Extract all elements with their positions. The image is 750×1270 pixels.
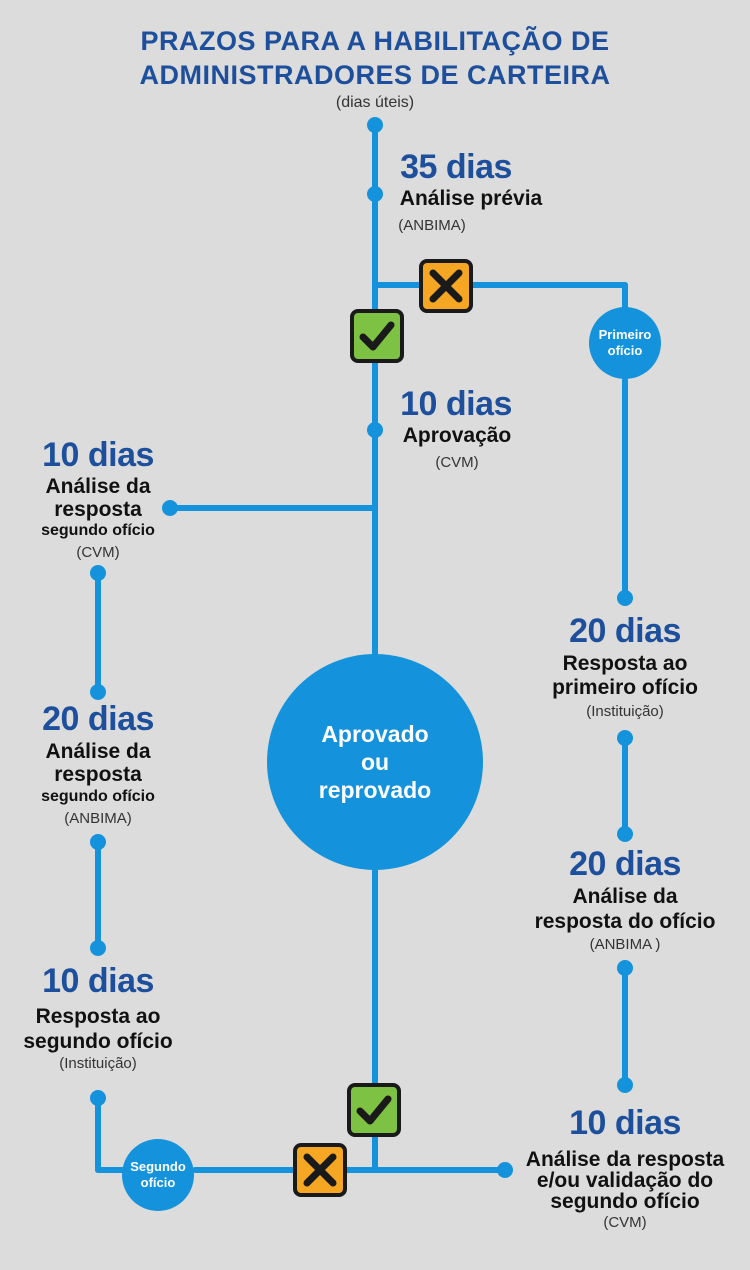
dot — [90, 684, 106, 700]
dot — [617, 590, 633, 606]
dot — [90, 1090, 106, 1106]
dot — [617, 960, 633, 976]
step-left1-label1: Análise da — [45, 475, 151, 498]
step-left2-org: (ANBIMA) — [64, 810, 132, 827]
step-right1-org: (Instituição) — [586, 703, 664, 720]
step-analise-previa-label: Análise prévia — [399, 187, 543, 210]
primeiro-oficio-line1: Primeiro — [598, 327, 652, 342]
dot — [162, 500, 178, 516]
segundo-oficio-line1: Segundo — [130, 1159, 186, 1174]
step-left3-label2: segundo ofício — [23, 1030, 173, 1053]
step-right1-label2: primeiro ofício — [552, 676, 698, 699]
dot — [90, 565, 106, 581]
dot — [367, 422, 383, 438]
step-right2-days: 20 dias — [569, 845, 681, 883]
step-analise-previa-days: 35 dias — [400, 148, 512, 186]
step-right3-days: 10 dias — [569, 1104, 681, 1142]
step-right3-label3: segundo ofício — [550, 1190, 700, 1213]
dot — [617, 826, 633, 842]
step-left2-label1: Análise da — [45, 740, 151, 763]
step-left3-label1: Resposta ao — [35, 1005, 161, 1028]
step-aprovacao-days: 10 dias — [400, 385, 512, 423]
step-left3-days: 10 dias — [42, 962, 154, 1000]
step-left1-label3: segundo ofício — [41, 522, 155, 539]
step-right2-label2: resposta do ofício — [534, 910, 716, 933]
step-right3-org: (CVM) — [603, 1214, 647, 1231]
step-right2-org: (ANBIMA ) — [589, 936, 661, 953]
resultado-line1: Aprovado — [321, 721, 429, 747]
step-right3-label1: Análise da resposta — [525, 1148, 725, 1171]
step-left1-org: (CVM) — [76, 544, 120, 561]
primeiro-oficio-circle — [589, 307, 661, 379]
cross-box-upper — [419, 259, 473, 313]
step-left2-days: 20 dias — [42, 700, 154, 738]
resultado-line3: reprovado — [318, 777, 432, 803]
step-right3-label2: e/ou validação do — [536, 1169, 714, 1192]
step-aprovacao-org: (CVM) — [435, 454, 479, 471]
resultado-label: Aprovado ou reprovado — [319, 720, 431, 804]
page-subtitle: (dias úteis) — [335, 94, 415, 111]
resultado-circle — [267, 654, 483, 870]
segundo-oficio-line2: ofício — [140, 1175, 176, 1190]
step-aprovacao-label: Aprovação — [402, 424, 512, 447]
dot — [617, 1077, 633, 1093]
step-left1-days: 10 dias — [42, 436, 154, 474]
dot — [90, 834, 106, 850]
page-title-line2: ADMINISTRADORES DE CARTEIRA — [139, 60, 611, 90]
dot — [367, 117, 383, 133]
step-left2-label2: resposta — [54, 763, 142, 786]
step-right1-days: 20 dias — [569, 612, 681, 650]
dot — [497, 1162, 513, 1178]
step-right1-label1: Resposta ao — [562, 652, 688, 675]
check-box-upper — [350, 309, 404, 363]
segundo-oficio-circle — [122, 1139, 194, 1211]
dot — [90, 940, 106, 956]
dot — [617, 730, 633, 746]
step-analise-previa-org: (ANBIMA) — [398, 217, 466, 234]
step-right2-label1: Análise da — [572, 885, 678, 908]
cross-box-lower — [293, 1143, 347, 1197]
step-left2-label3: segundo ofício — [41, 788, 155, 805]
segundo-oficio-label: Segundo ofício — [130, 1159, 186, 1191]
resultado-line2: ou — [360, 749, 390, 775]
dot — [367, 186, 383, 202]
primeiro-oficio-label: Primeiro ofício — [599, 327, 652, 359]
page-title-line1: PRAZOS PARA A HABILITAÇÃO DE — [140, 26, 610, 56]
primeiro-oficio-line2: ofício — [607, 343, 643, 358]
check-box-lower — [347, 1083, 401, 1137]
step-left1-label2: resposta — [54, 498, 142, 521]
step-left3-org: (Instituição) — [59, 1055, 137, 1072]
